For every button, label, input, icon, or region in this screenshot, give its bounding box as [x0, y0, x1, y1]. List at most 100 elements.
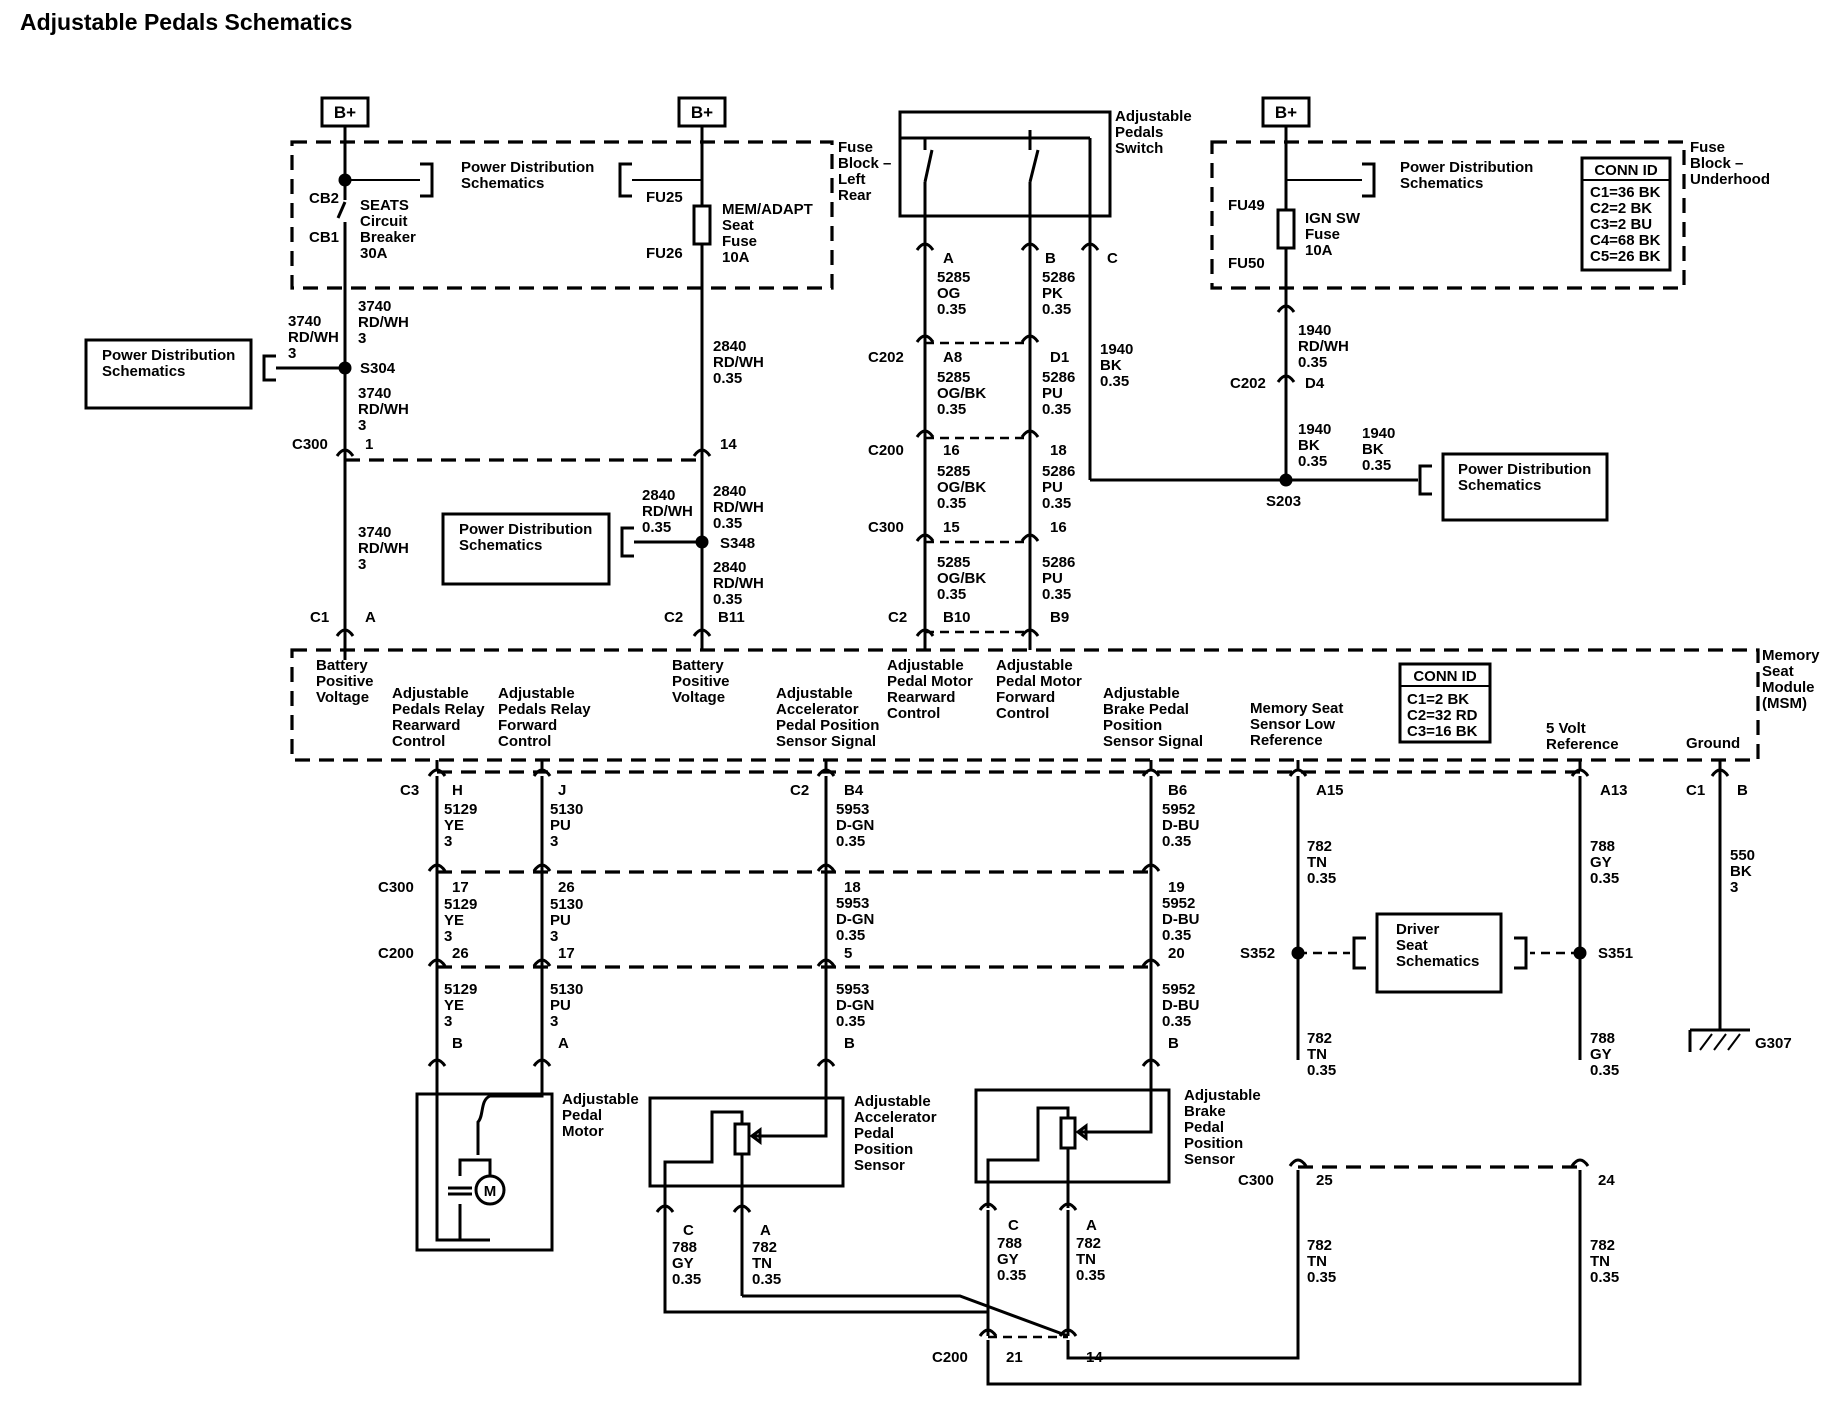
label-line: Switch [1115, 140, 1163, 157]
label-line: 5286 [1042, 554, 1075, 571]
connector-c2 [692, 628, 712, 637]
label-line: 5130 [550, 896, 583, 913]
label-line: RD/WH [713, 575, 764, 592]
label-line: 788 [1590, 838, 1615, 855]
label-line: Sensor Signal [1103, 733, 1203, 750]
label-line: GY [672, 1255, 694, 1272]
pin-label: A [365, 609, 376, 626]
label-line: Schematics [1396, 953, 1479, 970]
label-line: C1=2 BK [1407, 691, 1469, 708]
label-line: 0.35 [1042, 401, 1071, 418]
label-line: 1940 [1298, 421, 1331, 438]
label-line: PU [1042, 479, 1063, 496]
pin-label: A [943, 250, 954, 267]
label-line: IGN SW [1305, 210, 1361, 227]
memory-seat-module [290, 648, 1760, 762]
label-line: Position [854, 1141, 913, 1158]
label-line: Positive [316, 673, 374, 690]
label-line: Motor [562, 1123, 604, 1140]
label-line: D-BU [1162, 997, 1200, 1014]
ground-hatch [1699, 1033, 1713, 1051]
label-line: 0.35 [713, 370, 742, 387]
splice-label: S304 [360, 360, 396, 377]
bracket [1514, 936, 1528, 970]
connector-c200 [1020, 429, 1040, 438]
adjustable-pedals-switch [898, 110, 1112, 218]
label-line: 3 [444, 1013, 452, 1030]
connector-label: C2 [888, 609, 907, 626]
connector-label: C300 [1238, 1172, 1274, 1189]
label-line: RD/WH [358, 314, 409, 331]
label-line: 0.35 [1590, 1269, 1619, 1286]
connector-label: C1 [1686, 782, 1705, 799]
label-line: 5952 [1162, 981, 1195, 998]
label-line: Power Distribution [1400, 159, 1533, 176]
label-line: PU [550, 817, 571, 834]
splice-label: S352 [1240, 945, 1275, 962]
b-plus-box [677, 96, 727, 128]
label-line: Control [996, 705, 1049, 722]
label-line: Adjustable [1184, 1087, 1261, 1104]
connector-socket [978, 1202, 998, 1211]
power-distribution-box [441, 512, 611, 586]
label-line: 2840 [642, 487, 675, 504]
pin-label: 1 [365, 436, 373, 453]
label-line: TN [1076, 1251, 1096, 1268]
label-line: Rear [838, 187, 872, 204]
label-line: YE [444, 997, 464, 1014]
label-line: 0.35 [937, 495, 966, 512]
pin-label: B [452, 1035, 463, 1052]
label-line: 0.35 [1162, 927, 1191, 944]
label-line: D-GN [836, 997, 874, 1014]
connector-c200 [532, 958, 552, 967]
label-line: 0.35 [1362, 457, 1391, 474]
splice-label: S203 [1266, 493, 1301, 510]
sensor-wire [752, 1060, 828, 1138]
label-line: GY [997, 1251, 1019, 1268]
cb1-label: CB1 [309, 229, 339, 246]
label-line: Battery [672, 657, 724, 674]
b-plus-box [1261, 96, 1311, 128]
label-line: Adjustable [562, 1091, 639, 1108]
label-line: YE [444, 817, 464, 834]
label-line: RD/WH [1298, 338, 1349, 355]
label-line: RD/WH [713, 354, 764, 371]
power-dist-bracket [262, 354, 276, 382]
label-line: 3 [358, 556, 366, 573]
label-line: C4=68 BK [1590, 232, 1661, 249]
label-line: 788 [997, 1235, 1022, 1252]
label-line: 10A [1305, 242, 1333, 259]
label-line: Pedal Motor [996, 673, 1082, 690]
label-line: BK [1298, 437, 1320, 454]
label-line: 0.35 [642, 519, 671, 536]
power-dist-bracket [620, 526, 634, 558]
label-line: C3=2 BU [1590, 216, 1652, 233]
label-line: 10A [722, 249, 750, 266]
label-line: 3740 [358, 385, 391, 402]
fu25-label: FU25 [646, 189, 683, 206]
pin-label: 24 [1598, 1172, 1615, 1189]
label-line: Rearward [392, 717, 460, 734]
label-line: Forward [498, 717, 557, 734]
label-line: TN [752, 1255, 772, 1272]
connector-c300 [532, 863, 552, 872]
sensor-arrow [749, 1127, 762, 1145]
label-line: 0.35 [752, 1271, 781, 1288]
label-line: 0.35 [836, 927, 865, 944]
label-line: 5953 [836, 801, 869, 818]
